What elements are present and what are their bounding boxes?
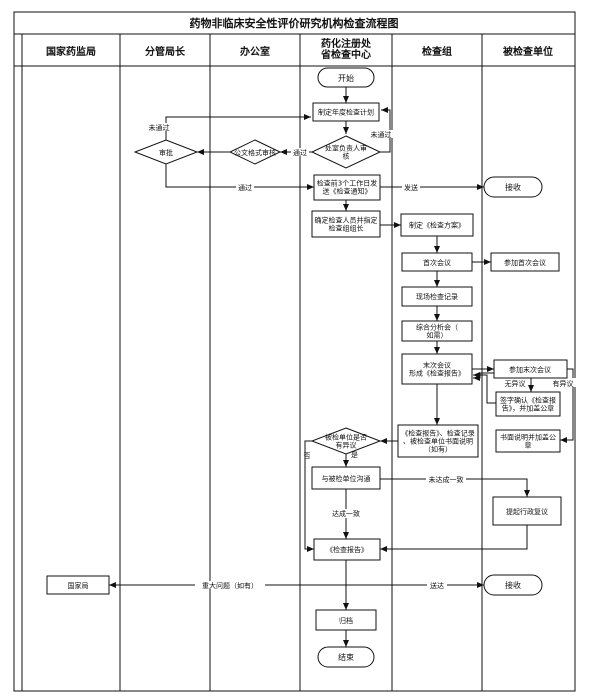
node-join-first-label: 参加首次会议 bbox=[504, 258, 546, 267]
label-agree: 达成一致 bbox=[332, 509, 360, 518]
node-join-last-label: 参加末次会议 bbox=[509, 365, 551, 374]
node-notify: 检查前3个工作日发送《检查通知》 bbox=[313, 174, 381, 201]
node-archive-label: 归档 bbox=[339, 616, 353, 625]
node-objection-label: 被检单位是否有异议 bbox=[325, 432, 367, 449]
node-format-label: 公文格式审核 bbox=[234, 148, 276, 157]
node-sign-label: 签字确认《检查报告》，并加盖公章 bbox=[500, 395, 556, 412]
node-nmpa-label: 国家局 bbox=[68, 581, 89, 590]
node-archive: 归档 bbox=[315, 609, 377, 631]
node-plan: 制定年度检查计划 bbox=[312, 102, 380, 122]
lane-header-director: 分管局长 bbox=[145, 45, 186, 58]
node-review-label: 处室负责人审核 bbox=[325, 143, 367, 160]
lane-headers: 国家药监局 分管局长 办公室 药化注册处省检查中心 检查组 被检查单位 bbox=[46, 37, 553, 61]
lane-header-office: 办公室 bbox=[240, 45, 270, 58]
node-join-last: 参加末次会议 bbox=[493, 359, 568, 379]
node-receive-2-label: 接收 bbox=[505, 580, 521, 590]
label-major-issue: 重大问题（如有） bbox=[202, 581, 258, 590]
node-report: 《检查报告》 bbox=[313, 538, 381, 561]
node-review: 处室负责人审核 bbox=[310, 135, 382, 169]
node-communicate: 与被检单位沟通 bbox=[311, 466, 381, 490]
label-has-objection: 有异议 bbox=[553, 379, 574, 388]
label-pass-1: 通过 bbox=[293, 148, 307, 157]
edge-sign-last bbox=[473, 372, 496, 404]
node-receive-1-label: 接收 bbox=[505, 182, 521, 192]
edge-approve-reject bbox=[165, 114, 311, 140]
node-materials: 《检查报告》、检查记录、被检查单位书面说明（如有） bbox=[397, 424, 479, 458]
label-pass-2: 通过 bbox=[238, 183, 252, 192]
node-last-meeting: 末次会议形成《检查报告》 bbox=[401, 353, 473, 385]
node-nmpa: 国家局 bbox=[46, 575, 110, 595]
lane-header-team: 检查组 bbox=[422, 45, 452, 58]
nodes: 开始 制定年度检查计划 处室负责人审核 公文格式审核 审批 检查前3个工作日发送… bbox=[46, 67, 568, 668]
lane-header-nmpa: 国家药监局 bbox=[46, 45, 96, 58]
node-appeal: 提起行政复议 bbox=[492, 496, 562, 526]
node-team: 确定检查人员并指定检查组组长 bbox=[311, 210, 381, 238]
node-notify-label: 检查前3个工作日发送《检查通知》 bbox=[317, 178, 377, 195]
node-start: 开始 bbox=[317, 67, 375, 88]
node-approve: 审批 bbox=[133, 139, 199, 165]
node-team-label: 确定检查人员并指定检查组组长 bbox=[315, 215, 378, 232]
node-communicate-label: 与被检单位沟通 bbox=[322, 474, 371, 483]
edge-appeal-report bbox=[380, 525, 528, 552]
node-sign: 签字确认《检查报告》，并加盖公章 bbox=[495, 391, 561, 417]
lane-header-registration: 药化注册处省检查中心 bbox=[320, 37, 372, 61]
node-scheme: 制定《检查方案》 bbox=[400, 213, 474, 237]
node-last-meeting-label: 末次会议形成《检查报告》 bbox=[409, 360, 465, 377]
node-scheme-label: 制定《检查方案》 bbox=[409, 220, 465, 229]
node-format: 公文格式审核 bbox=[228, 139, 282, 165]
node-first-meeting-label: 首次会议 bbox=[423, 258, 451, 267]
node-materials-label: 《检查报告》、检查记录、被检查单位书面说明（如有） bbox=[401, 428, 475, 453]
node-plan-label: 制定年度检查计划 bbox=[318, 107, 374, 116]
node-objection: 被检单位是否有异议 bbox=[310, 427, 382, 455]
label-send: 发送 bbox=[404, 183, 418, 192]
node-onsite-label: 现场检查记录 bbox=[416, 292, 458, 301]
label-no: 否 bbox=[304, 452, 311, 460]
node-join-first: 参加首次会议 bbox=[490, 252, 560, 272]
label-disagree: 未达成一致 bbox=[429, 475, 464, 484]
label-not-pass-top: 未通过 bbox=[149, 123, 170, 132]
node-receive-2: 接收 bbox=[483, 574, 543, 596]
label-deliver: 送达 bbox=[430, 581, 444, 590]
node-end-label: 结束 bbox=[338, 652, 354, 662]
node-report-label: 《检查报告》 bbox=[326, 545, 368, 554]
node-analysis-label: 综合分析会（如需） bbox=[416, 322, 458, 339]
edge-approve-notify bbox=[165, 164, 314, 190]
edge-join-written bbox=[560, 368, 574, 443]
node-approve-label: 审批 bbox=[159, 148, 173, 157]
node-receive-1: 接收 bbox=[483, 176, 543, 198]
node-appeal-label: 提起行政复议 bbox=[506, 507, 548, 516]
node-written: 书面说明并加盖公章 bbox=[495, 429, 561, 453]
label-no-objection: 无异议 bbox=[505, 380, 526, 388]
lane-header-unit: 被检查单位 bbox=[503, 45, 553, 58]
node-analysis: 综合分析会（如需） bbox=[401, 320, 473, 342]
node-written-label: 书面说明并加盖公章 bbox=[500, 432, 556, 449]
label-not-pass-right: 未通过 bbox=[371, 130, 392, 139]
node-start-label: 开始 bbox=[338, 73, 354, 83]
node-first-meeting: 首次会议 bbox=[401, 252, 473, 272]
node-onsite: 现场检查记录 bbox=[401, 286, 473, 307]
edge-labels: 未通过 未通过 通过 通过 发送 无异议 有异议 否 是 未达成一致 达成一致 … bbox=[146, 123, 576, 590]
node-end: 结束 bbox=[317, 646, 375, 668]
page-title: 药物非临床安全性评价研究机构检查流程图 bbox=[190, 16, 399, 30]
label-yes: 是 bbox=[351, 451, 358, 459]
edge-objection-report bbox=[304, 440, 314, 552]
